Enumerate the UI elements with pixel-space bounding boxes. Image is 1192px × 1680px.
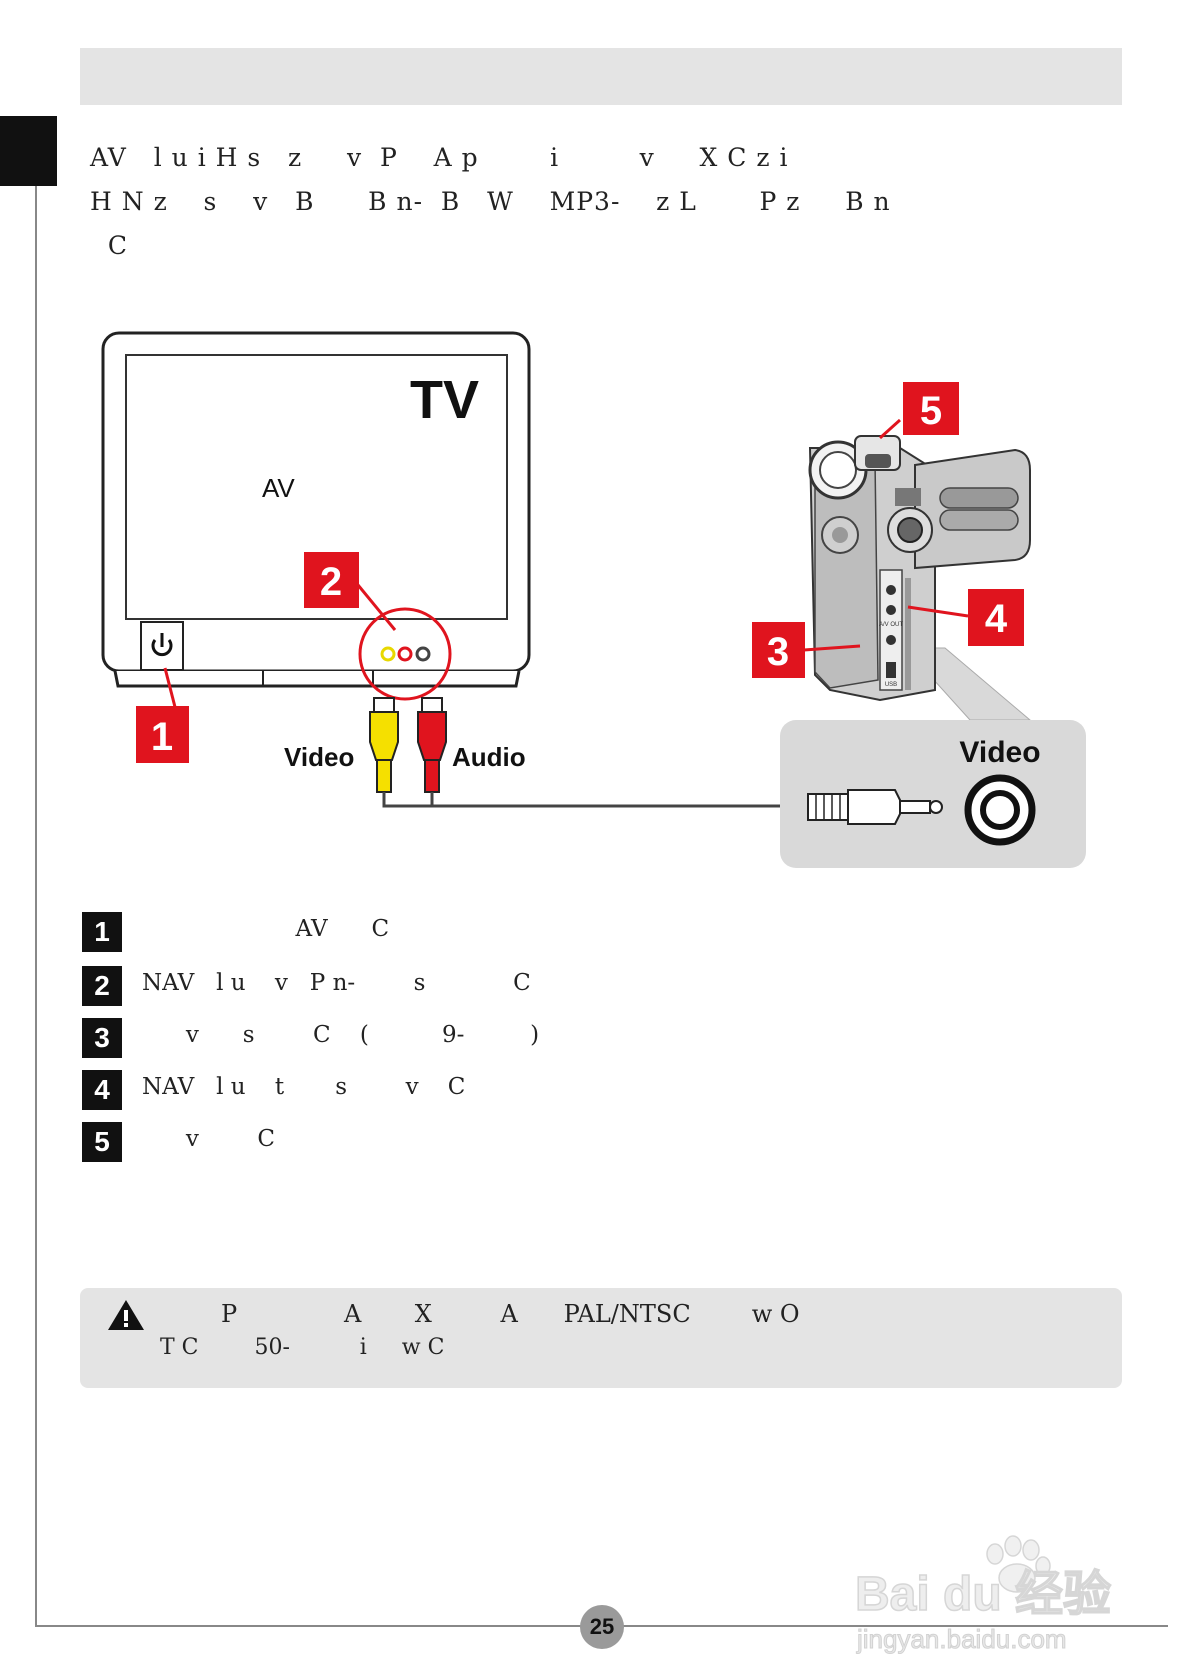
intro-paragraph: AV l u i H s z v P A p i v X C z i H N z … xyxy=(90,136,1120,268)
callout-4 xyxy=(968,589,1024,646)
audio-plug xyxy=(417,697,447,793)
step-text: NAV l u v P n- s C xyxy=(142,970,531,996)
step-3: 3 v s C ( 9- ) xyxy=(82,1018,982,1058)
header-bar xyxy=(80,48,1122,105)
av-jack-icon xyxy=(964,774,1036,846)
warning-icon xyxy=(108,1300,144,1330)
tv-screen-label: AV xyxy=(262,473,295,503)
step-number: 3 xyxy=(82,1018,122,1058)
intro-line: C xyxy=(90,231,129,260)
step-number: 1 xyxy=(82,912,122,952)
tv-audio-jack-2 xyxy=(415,646,431,662)
connection-diagram: TV AV 1 2 Video Audio Video xyxy=(101,331,1086,868)
audio-label: Audio xyxy=(452,742,526,772)
callout-1-label: 1 xyxy=(151,715,173,759)
step-text: AV C xyxy=(142,916,390,942)
camcorder-illustration: A/V OUT USB xyxy=(808,435,1031,702)
note-line-2: T C 50- i w C xyxy=(160,1335,445,1360)
video-plug xyxy=(369,697,399,793)
camera-port-label-usb: USB xyxy=(885,682,897,688)
tv-illustration: TV AV xyxy=(101,331,531,701)
callout-3-label: 3 xyxy=(767,630,789,674)
step-number: 4 xyxy=(82,1070,122,1110)
callout-5-label: 5 xyxy=(920,389,942,433)
tv-video-jack xyxy=(380,646,396,662)
power-icon xyxy=(151,633,173,657)
step-text: v s C ( 9- ) xyxy=(142,1022,540,1048)
note-box xyxy=(80,1288,1122,1388)
mini-plug xyxy=(807,789,943,825)
intro-line: H N z s v B B n- B W MP3- z L P z B n xyxy=(90,187,891,216)
step-number: 2 xyxy=(82,966,122,1006)
page-number: 25 xyxy=(580,1605,624,1649)
tv-title: TV xyxy=(410,370,479,430)
step-5: 5 v C xyxy=(82,1122,982,1162)
callout-circle xyxy=(358,607,452,701)
callout-4-label: 4 xyxy=(985,597,1008,641)
step-text: v C xyxy=(142,1126,275,1152)
callout-2-label: 2 xyxy=(320,560,342,604)
callout-2 xyxy=(304,552,359,608)
watermark-url: jingyan.baidu.com xyxy=(856,1624,1067,1654)
callout-5 xyxy=(903,382,959,435)
side-rule xyxy=(35,186,37,1626)
camera-port-label-av: A/V OUT xyxy=(879,622,903,628)
step-1: 1 AV C xyxy=(82,912,982,952)
video-label: Video xyxy=(284,742,354,772)
av-cable xyxy=(382,792,808,808)
step-2: 2 NAV l u v P n- s C xyxy=(82,966,982,1006)
side-tab xyxy=(0,116,57,186)
step-text: NAV l u t s v C xyxy=(142,1074,466,1100)
baidu-watermark: Bai du 经验 jingyan.baidu.com xyxy=(855,1535,1112,1655)
tv-audio-jack xyxy=(397,646,413,662)
callout-3 xyxy=(752,622,805,678)
step-4: 4 NAV l u t s v C xyxy=(82,1070,982,1110)
intro-line: AV l u i H s z v P A p i v X C z i xyxy=(90,143,789,172)
note-line-1: P A X A PAL/NTSC w O xyxy=(160,1300,800,1328)
callout-1 xyxy=(136,706,189,763)
step-number: 5 xyxy=(82,1122,122,1162)
jack-label: Video xyxy=(959,736,1040,769)
paw-icon xyxy=(986,1535,1051,1593)
watermark-logo: Bai du 经验 xyxy=(855,1568,1111,1621)
